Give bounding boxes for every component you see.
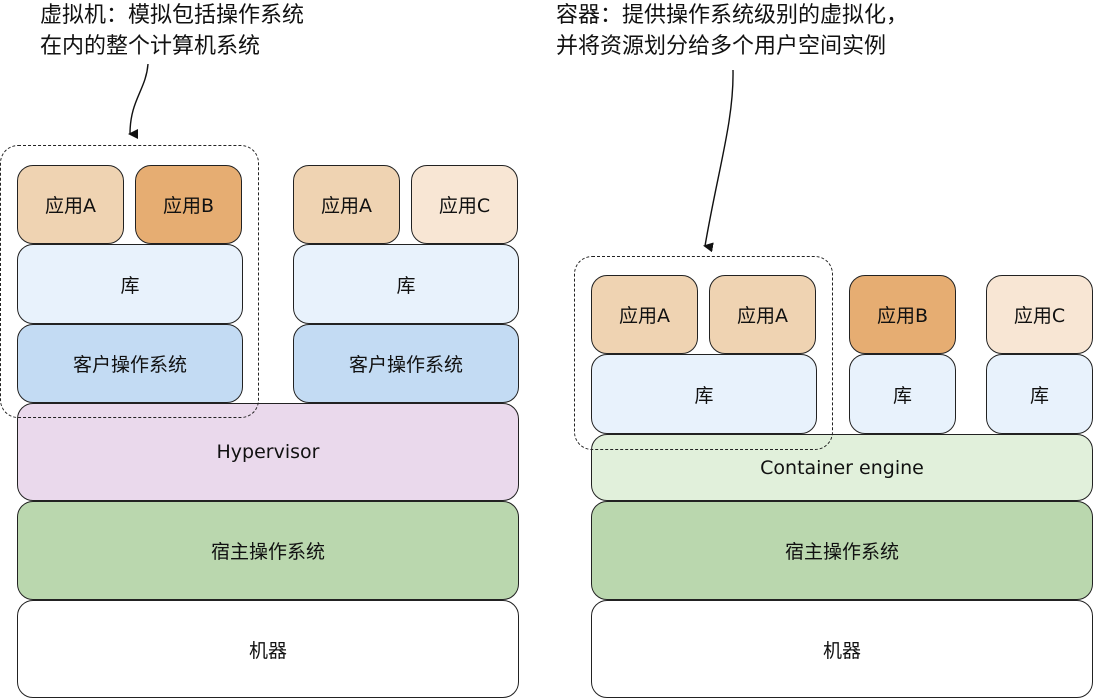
vm2-app-a-label: 应用A bbox=[321, 195, 372, 217]
container-engine-label: Container engine bbox=[760, 456, 924, 479]
c1-app-a-1: 应用A bbox=[591, 275, 698, 354]
vm2-app-c: 应用C bbox=[411, 165, 518, 244]
vm-caption-line2: 在内的整个计算机系统 bbox=[40, 34, 261, 59]
c2-lib: 库 bbox=[849, 354, 956, 434]
container-caption-line1: 容器：提供操作系统级别的虚拟化， bbox=[556, 3, 909, 28]
vm1-app-b: 应用B bbox=[135, 165, 242, 244]
vm1-guest-os: 客户操作系统 bbox=[17, 324, 243, 403]
c1-lib: 库 bbox=[591, 354, 817, 434]
container-machine-label: 机器 bbox=[822, 639, 861, 662]
vm-machine-label: 机器 bbox=[248, 639, 287, 662]
vm-caption-line1: 虚拟机：模拟包括操作系统 bbox=[40, 3, 305, 28]
c3-lib: 库 bbox=[986, 354, 1093, 434]
vm1-lib-label: 库 bbox=[120, 274, 140, 297]
vm2-lib-label: 库 bbox=[396, 274, 416, 297]
container-caption-line2: 并将资源划分给多个用户空间实例 bbox=[556, 34, 887, 59]
vm2-lib: 库 bbox=[293, 244, 519, 324]
vm2-guest-os: 客户操作系统 bbox=[293, 324, 519, 403]
c1-app-a-1-label: 应用A bbox=[619, 305, 670, 327]
vm2-guest-os-label: 客户操作系统 bbox=[348, 354, 463, 376]
c3-app-c-label: 应用C bbox=[1013, 305, 1066, 327]
container-caption: 容器：提供操作系统级别的虚拟化， 并将资源划分给多个用户空间实例 bbox=[556, 0, 908, 62]
c1-app-a-2-label: 应用A bbox=[737, 305, 788, 327]
vm-caption: 虚拟机：模拟包括操作系统 在内的整个计算机系统 bbox=[40, 0, 304, 62]
c2-app-b: 应用B bbox=[849, 275, 956, 354]
c2-lib-label: 库 bbox=[892, 384, 912, 407]
c1-lib-label: 库 bbox=[694, 384, 714, 407]
container-engine-layer: Container engine bbox=[591, 434, 1093, 501]
vm1-lib: 库 bbox=[17, 244, 243, 324]
vm1-app-b-label: 应用B bbox=[162, 195, 215, 217]
c2-app-b-label: 应用B bbox=[876, 305, 929, 327]
container-arrow bbox=[703, 69, 734, 253]
vm-arrow bbox=[128, 63, 149, 140]
container-machine-layer: 机器 bbox=[591, 600, 1093, 698]
vm2-app-c-label: 应用C bbox=[438, 195, 491, 217]
hypervisor-label: Hypervisor bbox=[216, 441, 320, 463]
container-host-os-label: 宿主操作系统 bbox=[784, 541, 899, 563]
vm1-app-a-label: 应用A bbox=[45, 195, 96, 217]
vm-host-os-layer: 宿主操作系统 bbox=[17, 501, 519, 600]
c1-app-a-2: 应用A bbox=[709, 275, 816, 354]
vm1-app-a: 应用A bbox=[17, 165, 124, 244]
hypervisor-layer: Hypervisor bbox=[17, 403, 519, 501]
c3-lib-label: 库 bbox=[1029, 384, 1049, 407]
vm2-app-a: 应用A bbox=[293, 165, 400, 244]
vm-host-os-label: 宿主操作系统 bbox=[210, 541, 325, 563]
c3-app-c: 应用C bbox=[986, 275, 1093, 354]
container-host-os-layer: 宿主操作系统 bbox=[591, 501, 1093, 600]
vm1-guest-os-label: 客户操作系统 bbox=[72, 354, 187, 376]
vm-machine-layer: 机器 bbox=[17, 600, 519, 698]
